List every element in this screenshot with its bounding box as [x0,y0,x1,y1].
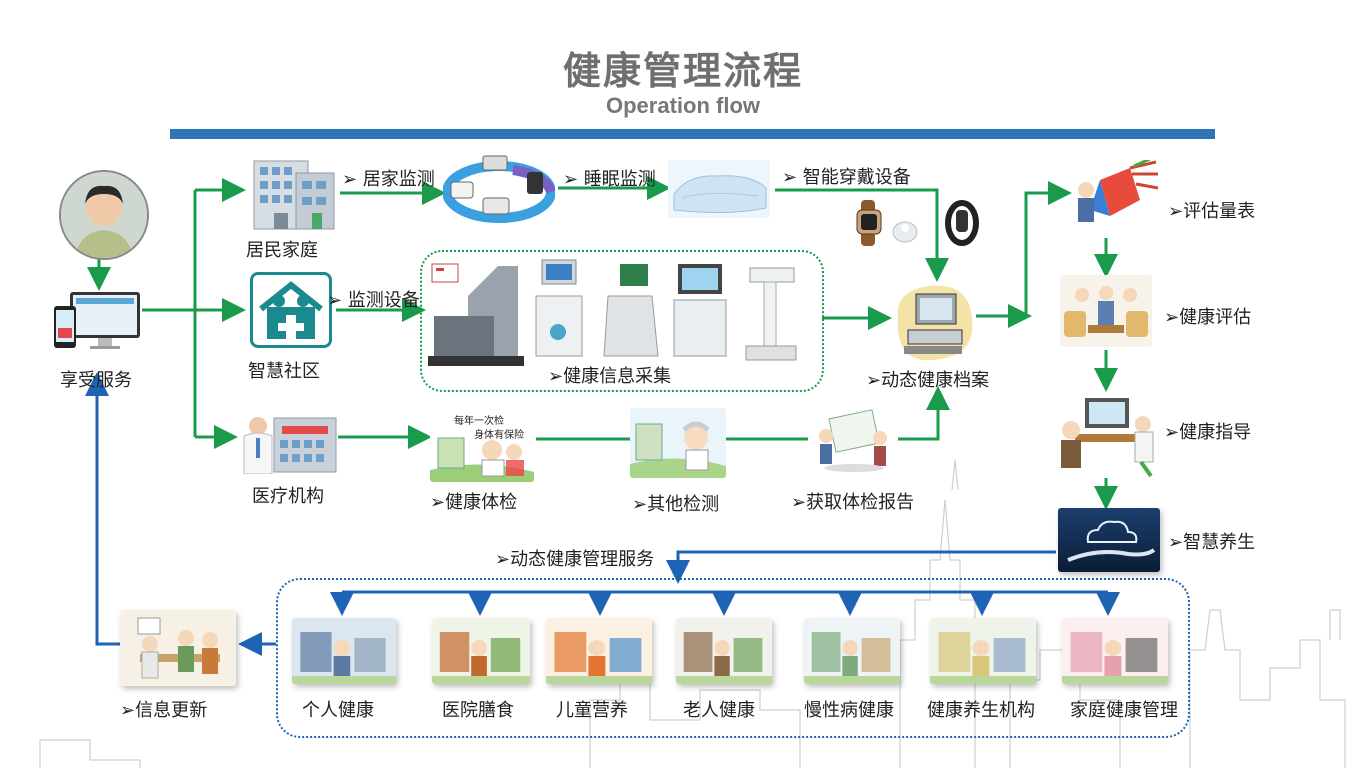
other-tests-label: ➢其他检测 [632,494,720,515]
assessment-scale-icon [1070,160,1160,236]
community-label: 智慧社区 [248,361,320,382]
smartwatch-icon [855,198,925,248]
user-avatar [59,170,149,260]
page-subtitle: Operation flow [606,93,760,118]
connector-report-to-record [898,386,950,441]
wearables-label: ➢ 智能穿戴设备 [782,167,911,188]
service-card-image [804,618,900,684]
health-guidance-label: ➢健康指导 [1164,422,1252,443]
connector-wearables-to-record [775,188,949,282]
service-card-image [292,618,396,684]
service-item-label: 个人健康 [302,700,374,721]
hospital-label: 医疗机构 [252,486,324,507]
service-item-label: 老人健康 [683,700,755,721]
service-item-label: 医院膳食 [442,700,514,721]
home-monitoring-label: ➢ 居家监测 [342,169,435,190]
info-update-cartoon [120,610,236,686]
dynamic-record-label: ➢动态健康档案 [866,370,990,391]
get-report-label: ➢获取体检报告 [791,492,915,513]
home-label: 居民家庭 [246,240,318,261]
service-item-label: 慢性病健康 [804,700,894,721]
get-report-cartoon [810,408,896,474]
health-record-computer-icon [890,280,976,364]
home-monitor-devices-icon [443,152,555,224]
cloud-wellness-icon [1058,508,1160,572]
service-card-image [432,618,530,684]
hospital-icon [238,412,338,474]
service-card-image [1062,618,1168,684]
service-card-image [676,618,772,684]
connector-update-to-enjoy [85,372,120,646]
health-assessment-label: ➢健康评估 [1164,307,1252,328]
service-item-label: 儿童营养 [556,700,628,721]
fitness-band-icon [944,200,980,246]
checkup-sign-line2: 身体有保险 [474,430,524,441]
health-assessment-icon [1060,275,1152,347]
health-guidance-icon [1055,390,1161,478]
connector-assess-branch [1024,181,1072,316]
checkup-sign-line1: 每年一次检 [454,416,504,427]
service-item-label: 家庭健康管理 [1070,700,1178,721]
service-card-image [546,618,652,684]
assessment-scale-label: ➢评估量表 [1168,201,1256,222]
info-update-label: ➢信息更新 [120,700,208,721]
page-title: 健康管理流程 [562,49,803,93]
services-heading: ➢动态健康管理服务 [495,549,655,570]
monitoring-devices-label: ➢ 监测设备 [327,290,420,311]
enjoy-service-label: 享受服务 [60,370,132,391]
sleep-monitoring-label: ➢ 睡眠监测 [563,169,656,190]
other-tests-cartoon [630,408,726,478]
service-item-label: 健康养生机构 [927,700,1035,721]
connector-wellness-to-services [666,550,1056,584]
service-card-image [930,618,1036,684]
residential-building-icon [248,153,338,231]
sleep-mattress-icon [668,160,770,218]
title-divider-bar [170,129,1215,139]
checkup-label: ➢健康体检 [430,492,518,513]
devices-icon [52,290,142,356]
checkup-cartoon: 每年一次检 身体有保险 [430,410,534,482]
medical-equipment-icons [428,256,808,376]
services-group [276,578,1190,738]
info-collection-label: ➢健康信息采集 [548,366,672,387]
info-collection-group [420,250,824,392]
community-icon [250,272,332,348]
smart-wellness-label: ➢智慧养生 [1168,532,1256,553]
